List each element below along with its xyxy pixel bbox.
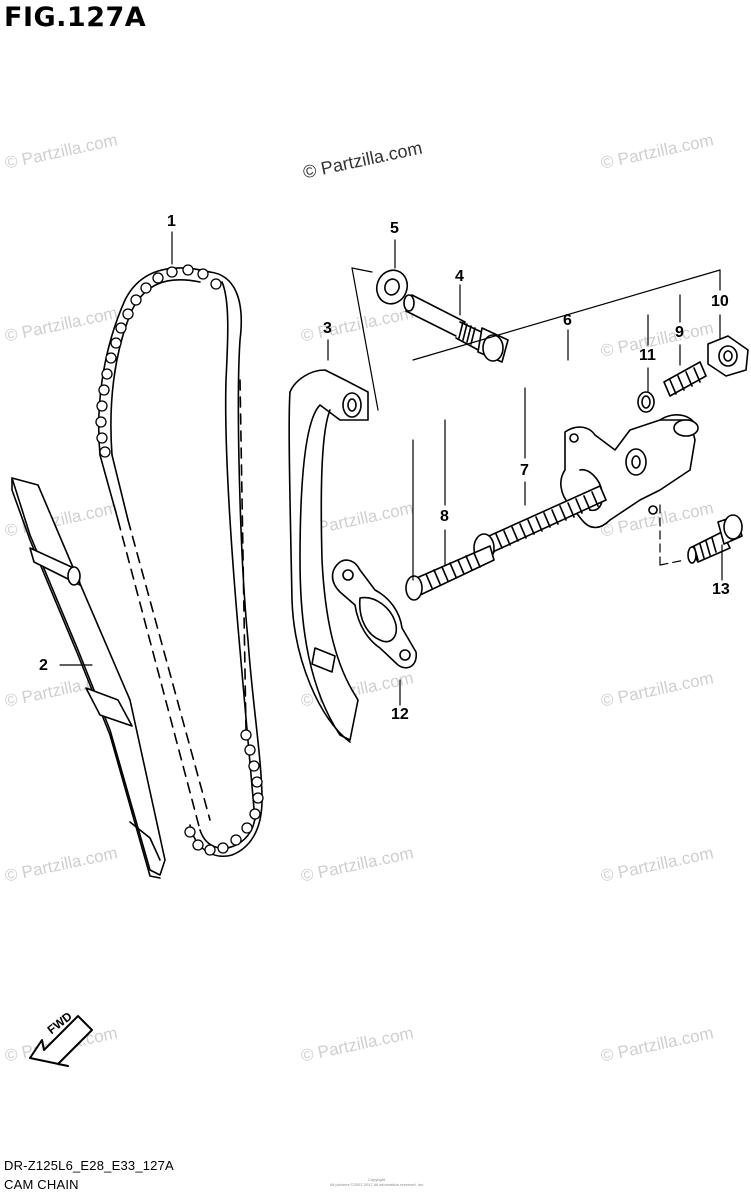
- callout-11: 11: [639, 347, 656, 364]
- bolt-part-4: [403, 294, 509, 363]
- callout-7: 7: [520, 462, 529, 479]
- callout-1: 1: [167, 213, 176, 230]
- cap-nut-part-10: [707, 335, 749, 377]
- callout-6: 6: [563, 312, 572, 329]
- copyright-line: Copyright: [368, 1177, 386, 1182]
- callout-3: 3: [323, 320, 332, 337]
- callout-13: 13: [712, 581, 730, 598]
- pushrod-part-8: [405, 545, 495, 601]
- bolt-part-13: [687, 514, 743, 564]
- callout-12: 12: [391, 706, 409, 723]
- cam-chain-part-1: [95, 264, 264, 857]
- screw-part-9: [663, 361, 707, 397]
- leader-lines: [59, 231, 723, 706]
- callout-10: 10: [711, 293, 729, 310]
- figure-title: FIG.127A: [4, 2, 147, 33]
- chain-guide-part-2: [11, 477, 166, 879]
- callout-5: 5: [390, 220, 399, 237]
- copyright-line: All pictures ©2007-2017 All information …: [330, 1182, 425, 1187]
- washer-part-5: [375, 269, 409, 305]
- callout-8: 8: [440, 508, 449, 525]
- o-ring-part-11: [637, 391, 655, 413]
- callout-2: 2: [39, 657, 48, 674]
- fwd-arrow-icon: [29, 1015, 93, 1067]
- gasket-part-12: [331, 559, 418, 669]
- callout-4: 4: [455, 268, 464, 285]
- tensioner-lever-part-3: [288, 369, 369, 743]
- diagram-code: DR-Z125L6_E28_E33_127A: [4, 1158, 174, 1173]
- section-title: CAM CHAIN: [4, 1177, 79, 1192]
- callout-9: 9: [675, 324, 684, 341]
